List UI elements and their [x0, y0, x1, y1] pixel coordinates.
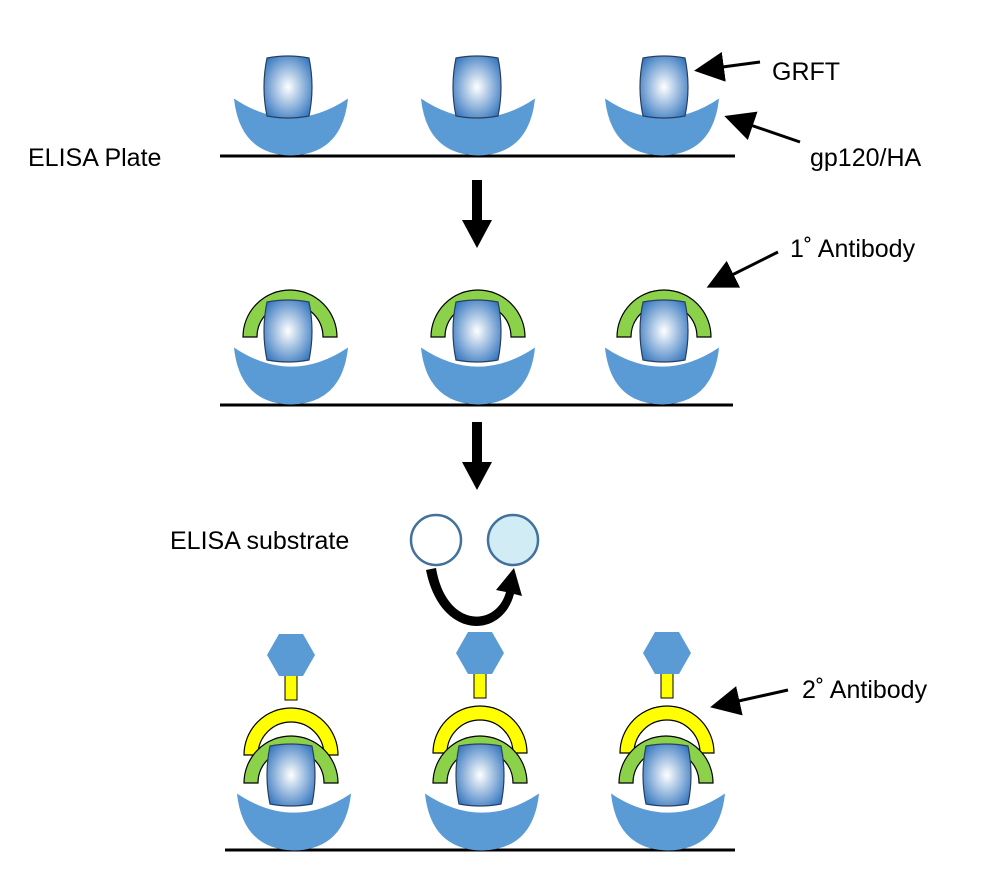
step-arrow-down — [462, 180, 492, 248]
elisa-substrate-label: ELISA substrate — [170, 527, 349, 555]
grft-label: GRFT — [772, 58, 840, 86]
gp120-pointer-arrow — [724, 111, 801, 144]
grft-protein — [263, 55, 689, 119]
step-arrow-down — [462, 422, 492, 490]
secondary-antibody-stem — [284, 667, 674, 701]
substrate-conversion: ELISA substrate — [170, 513, 540, 626]
primary-antibody-pointer-arrow — [706, 250, 779, 288]
substrate-after-circle — [486, 513, 540, 567]
stage-1: GRFT gp120/HA ELISA Plate — [28, 51, 922, 172]
hexagon-enzyme — [267, 632, 691, 676]
substrate-before-circle — [409, 513, 463, 567]
stage-3: 2˚ Antibody — [225, 632, 928, 852]
gp120-label: gp120/HA — [810, 144, 922, 172]
curved-arrow — [426, 568, 522, 626]
primary-antibody-label: 1˚ Antibody — [790, 235, 916, 263]
grft-pointer-arrow — [694, 51, 761, 82]
secondary-antibody-pointer-arrow — [710, 686, 789, 716]
secondary-antibody-label: 2˚ Antibody — [802, 676, 928, 704]
elisa-plate-label: ELISA Plate — [28, 144, 161, 172]
stage-2: 1˚ Antibody — [220, 235, 916, 407]
